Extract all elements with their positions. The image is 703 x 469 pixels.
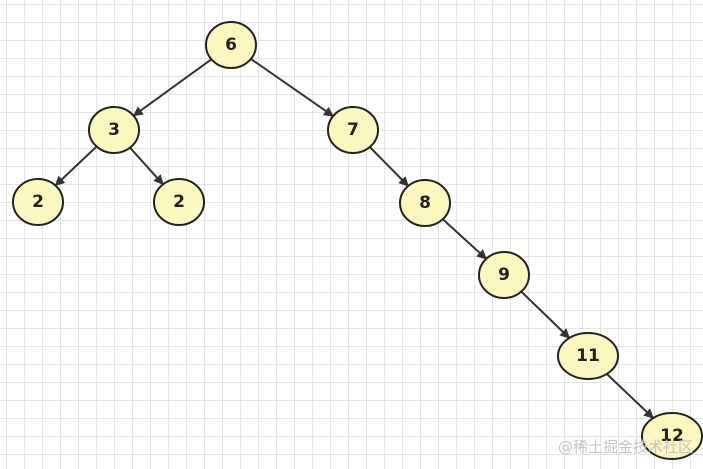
edge-n8-to-n9 [442, 218, 487, 260]
node-circle [205, 21, 257, 69]
watermark-text: @稀土掘金技术社区 [557, 438, 693, 456]
node-circle [478, 251, 530, 299]
tree-node-n3: 3 [88, 106, 140, 154]
tree-node-n12: 12 [641, 412, 703, 460]
edge-n7-to-n8 [369, 146, 409, 187]
node-circle [641, 412, 703, 460]
edge-n11-to-n12 [606, 373, 654, 419]
node-label: 8 [419, 193, 431, 213]
node-circle [153, 178, 205, 226]
tree-node-n9: 9 [478, 251, 530, 299]
node-label: 12 [660, 426, 684, 446]
node-label: 2 [32, 192, 44, 212]
edge-n3-to-n2a [54, 145, 98, 187]
edge-n6-to-n7 [250, 58, 334, 117]
node-circle [327, 106, 379, 154]
node-circle [557, 332, 619, 380]
tree-node-n2b: 2 [153, 178, 205, 226]
nodes-layer: 6 3 7 2 2 8 9 11 12 [12, 21, 703, 460]
node-label: 3 [108, 120, 120, 140]
node-circle [12, 178, 64, 226]
node-label: 7 [347, 120, 359, 140]
edges-layer [54, 58, 654, 419]
edge-n9-to-n11 [520, 290, 571, 339]
node-circle [399, 179, 451, 227]
node-label: 9 [498, 265, 510, 285]
tree-node-n6: 6 [205, 21, 257, 69]
edge-n6-to-n3 [132, 58, 212, 117]
tree-node-n11: 11 [557, 332, 619, 380]
node-circle [88, 106, 140, 154]
tree-node-n8: 8 [399, 179, 451, 227]
edge-n3-to-n2b [129, 147, 164, 186]
tree-node-n2a: 2 [12, 178, 64, 226]
tree-node-n7: 7 [327, 106, 379, 154]
node-label: 6 [225, 35, 237, 55]
node-label: 11 [576, 346, 600, 366]
node-label: 2 [173, 192, 185, 212]
